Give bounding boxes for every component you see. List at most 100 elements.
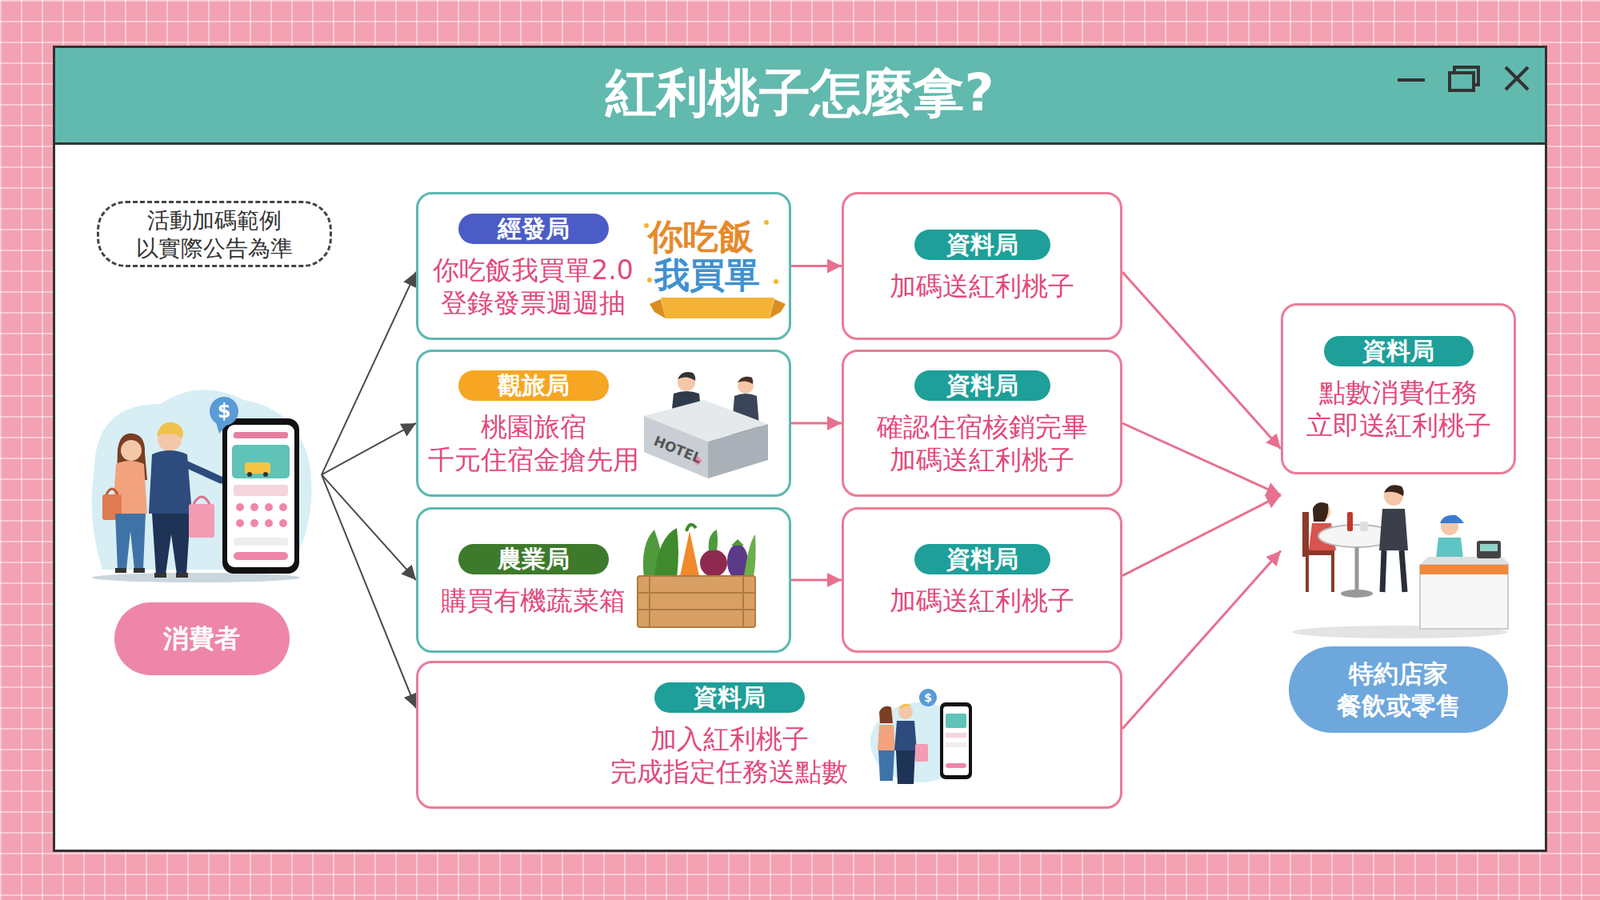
box-text: 加碼送紅利桃子 (889, 269, 1075, 303)
reward-box: 資料局加碼送紅利桃子 (841, 507, 1123, 653)
consumer-illustration-part (222, 418, 300, 574)
consumer-illustration-part (92, 572, 300, 583)
consumer-illustration-part (279, 503, 288, 512)
member-illustration-part (877, 724, 896, 751)
hotel-illustration-part (708, 424, 768, 479)
illustration-label: HOTEL (652, 432, 705, 467)
member-illustration-part (940, 702, 972, 780)
department-box: 觀旅局桃園旅宿 千元住宿金搶先用 (416, 349, 792, 497)
logo-ribbon-part (660, 297, 775, 319)
logo-ribbon-part (773, 279, 779, 284)
flow-arrow (1122, 423, 1281, 496)
consumer-illustration-part (236, 519, 244, 528)
consumer-illustration-part (233, 552, 288, 560)
diagram-title: 紅利桃子怎麼拿? (52, 45, 1548, 140)
task-box: 資料局加入紅利桃子 完成指定任務送點數 (416, 660, 1123, 809)
shop-illustration-part (1347, 512, 1353, 532)
consumer-illustration-part (120, 440, 142, 461)
hotel-illustration-part (737, 376, 753, 384)
vegetable-crate-part (637, 576, 756, 628)
flow-arrow (1122, 550, 1281, 729)
shop-illustration-part (1340, 589, 1373, 598)
box-text: 確認住宿核銷完畢 加碼送紅利桃子 (858, 410, 1107, 476)
node-pill: 特約店家 餐飲或零售 (1288, 646, 1508, 733)
box-text: 加入紅利桃子 完成指定任務送點數 (597, 722, 862, 788)
vegetable-crate-part (744, 534, 756, 576)
reward-box: 資料局點數消費任務 立即送紅利桃子 (1280, 303, 1516, 475)
consumer-illustration-part (148, 450, 192, 514)
illustration-label: $ (212, 399, 236, 424)
consumer-illustration-part (244, 462, 271, 474)
agency-tag: 資料局 (914, 370, 1051, 401)
reward-box: 資料局加碼送紅利桃子 (841, 192, 1123, 340)
consumer-illustration-part (250, 503, 259, 512)
member-illustration-part (896, 750, 916, 784)
node-pill: 消費者 (114, 602, 290, 676)
logo-ribbon-part (764, 220, 769, 225)
reward-box: 資料局確認住宿核銷完畢 加碼送紅利桃子 (841, 349, 1123, 497)
agency-tag: 資料局 (914, 544, 1051, 575)
shop-illustration-part (1355, 547, 1360, 592)
consumer-illustration-part (279, 519, 288, 528)
vegetable-crate-part (648, 576, 651, 628)
flow-arrow (321, 423, 416, 475)
consumer-illustration-part (154, 572, 167, 578)
consumer-illustration-part (247, 472, 252, 477)
agency-tag: 資料局 (914, 229, 1051, 260)
consumer-illustration-part (233, 432, 288, 439)
box-text: 購買有機蔬菜箱 (440, 584, 626, 617)
consumer-illustration-part (227, 424, 295, 568)
box-text: 加碼送紅利桃子 (889, 584, 1075, 617)
agency-tag: 觀旅局 (458, 370, 609, 401)
note-text: 活動加碼範例 以實際公告為準 (122, 206, 307, 263)
consumer-illustration-part (115, 568, 127, 573)
consumer-illustration-part (156, 422, 184, 439)
agency-tag: 農業局 (458, 544, 609, 575)
vegetable-crate-part (680, 531, 700, 576)
window-controls-part (1505, 67, 1528, 90)
flow-arrow (791, 422, 842, 425)
illustration-label: 你吃飯 (648, 217, 754, 256)
member-illustration-part (945, 732, 967, 738)
shop-illustration-part (1401, 550, 1405, 592)
member-illustration-part (945, 742, 967, 748)
shop-illustration-part (1480, 544, 1498, 552)
shop-illustration-part (1312, 503, 1331, 521)
shop-illustration-part (1360, 521, 1368, 532)
box-text: 桃園旅宿 千元住宿金搶先用 (424, 410, 642, 476)
flow-arrow (791, 264, 842, 268)
member-illustration-part (945, 713, 967, 728)
department-box: 農業局購買有機蔬菜箱 (416, 507, 792, 653)
logo-ribbon-part (647, 277, 652, 283)
vegetable-crate-part (742, 576, 744, 628)
flow-arrow (321, 474, 416, 708)
consumer-illustration-part (176, 572, 188, 578)
vegetable-crate-part (654, 528, 679, 578)
member-illustration-part (894, 720, 917, 751)
consumer-illustration-part (264, 519, 273, 528)
window-controls (1397, 67, 1528, 91)
shop-illustration (1292, 484, 1511, 639)
flow-arrow (321, 474, 416, 580)
vegetable-crate-part (708, 529, 718, 551)
consumer-illustration-part (236, 503, 244, 512)
hotel-illustration-part (644, 416, 708, 479)
consumer-group: 消費者 (81, 392, 322, 676)
member-illustration (870, 688, 972, 784)
consumer-illustration-part (209, 396, 239, 426)
shop-illustration-part (1379, 508, 1408, 551)
agency-tag: 經發局 (458, 213, 609, 244)
consumer-illustration-part (232, 444, 290, 479)
consumer-illustration-part (193, 496, 210, 504)
consumer-illustration-part (92, 389, 312, 570)
member-illustration-part (898, 704, 912, 709)
consumer-illustration-part (133, 568, 145, 573)
shop-illustration-part (1384, 484, 1404, 496)
consumer-illustration-part (233, 484, 288, 496)
vegetable-crate-part (731, 539, 744, 546)
member-illustration-part (915, 744, 928, 762)
consumer-illustration-part (263, 472, 268, 477)
consumer-illustration-part (185, 464, 221, 480)
flow-arrow (1122, 495, 1281, 576)
box-text: 你吃飯我買單2.0 登錄發票週週抽 (424, 253, 642, 320)
